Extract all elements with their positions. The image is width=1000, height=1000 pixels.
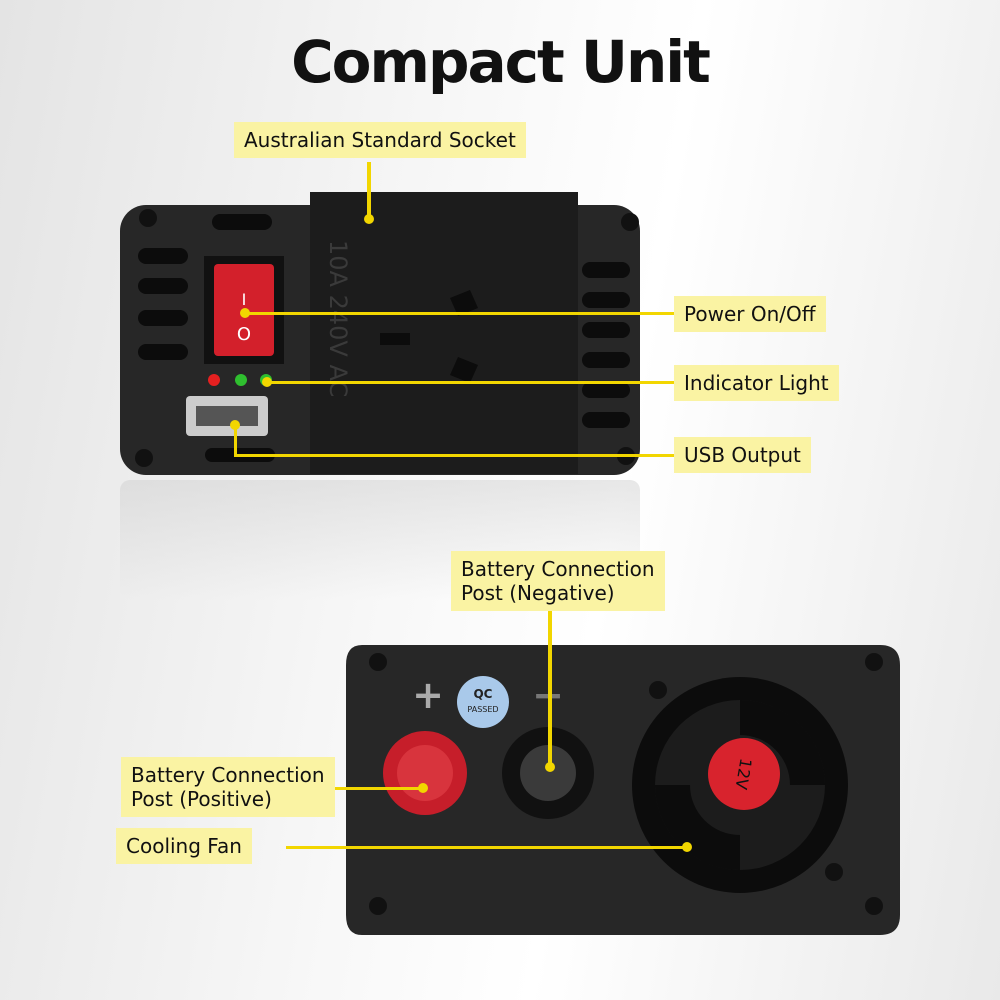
positive-symbol: + — [412, 673, 444, 717]
red-led — [208, 374, 220, 386]
label-indicator-light: Indicator Light — [674, 365, 839, 401]
svg-text:PASSED: PASSED — [467, 705, 498, 714]
label-power-on-off: Power On/Off — [674, 296, 826, 332]
page-title: Compact Unit — [291, 28, 711, 96]
label-usb-output: USB Output — [674, 437, 811, 473]
svg-text:QC: QC — [473, 687, 492, 701]
qc-passed-sticker — [457, 676, 509, 728]
switch-on-mark: I — [242, 290, 247, 309]
inverter-front-view: I O 10A 240V AC — [120, 192, 640, 475]
label-cooling-fan: Cooling Fan — [116, 828, 252, 864]
socket-rating: 10A 240V AC — [324, 240, 352, 397]
green-led — [235, 374, 247, 386]
inverter-rear-view: + − QC PASSED 12V — [346, 645, 900, 935]
label-australian-standard-socket: Australian Standard Socket — [234, 122, 526, 158]
switch-off-mark: O — [237, 324, 251, 345]
